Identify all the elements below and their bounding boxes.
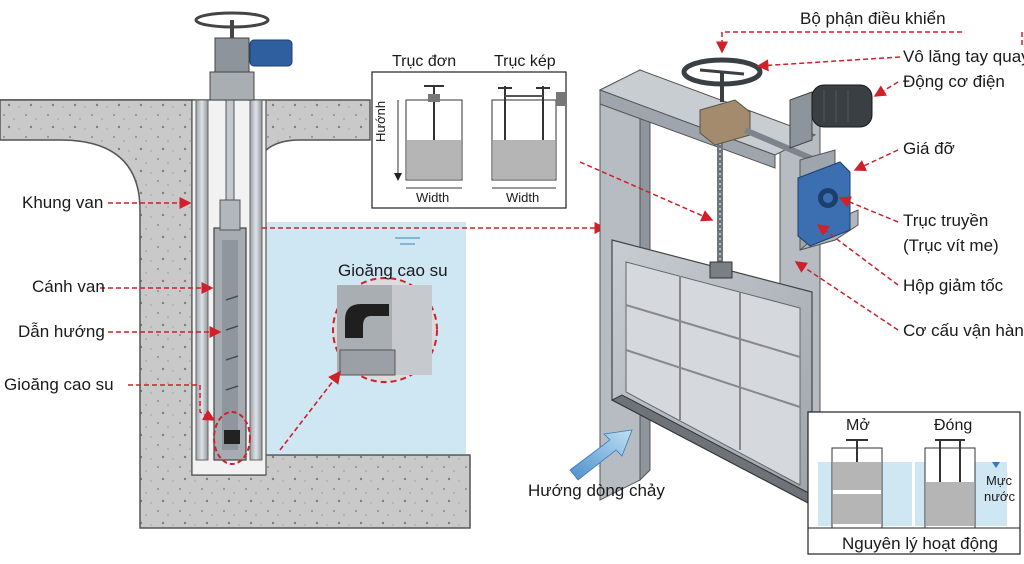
label-canh-van: Cánh van: [32, 277, 105, 296]
motor-mount: [789, 91, 813, 149]
seal-profile: [345, 304, 389, 338]
shaft-type-box: [371, 71, 567, 209]
gate-leaf-core: [222, 240, 238, 450]
label-bracket: Giá đỡ: [903, 139, 955, 158]
label-water-level-1: Mực: [986, 473, 1013, 488]
label-truc-kep: Trục kép: [494, 53, 556, 70]
left-leaders: [100, 197, 607, 421]
label-drive-shaft: Trục truyền: [903, 211, 989, 230]
label-dan-huong: Dẫn hướng: [18, 322, 105, 341]
seal-block: [224, 430, 240, 444]
stem-coupling: [219, 199, 241, 231]
detail-leader: [279, 370, 341, 451]
label-gearbox: Hộp giảm tốc: [903, 276, 1004, 295]
operation-box: [807, 411, 1021, 555]
operator-motor: [249, 39, 293, 67]
label-drive-shaft-sub: (Trục vít me): [903, 236, 999, 255]
stem-nut: [709, 261, 733, 279]
water-surface-mark: [395, 237, 420, 245]
label-width-1: Width: [416, 190, 450, 205]
label-seal-detail: Gioăng cao su: [338, 261, 448, 280]
operator-base: [209, 71, 255, 101]
flow-arrow: [569, 429, 633, 481]
right-leaders: [579, 31, 1023, 331]
label-handwheel: Vô lăng tay quay: [903, 47, 1024, 66]
seal-detail: [279, 277, 438, 451]
label-open: Mở: [846, 417, 870, 434]
drive-shaft: [743, 127, 817, 163]
frame-rail-left: [195, 99, 209, 461]
electric-motor: [811, 84, 873, 128]
frame-rail-right: [249, 99, 263, 461]
operator-gearbox: [214, 37, 250, 73]
guide-teeth: [225, 295, 239, 391]
label-khung-van: Khung van: [22, 193, 104, 212]
label-truc-don: Trục đơn: [392, 53, 457, 70]
label-water-level-2: nước: [984, 489, 1015, 504]
gate-3d: [598, 57, 873, 506]
seal-highlight: [213, 411, 251, 465]
label-width-2: Width: [506, 190, 540, 205]
label-mechanism: Cơ cấu vận hành: [903, 321, 1024, 340]
label-control-unit: Bộ phận điều khiển: [800, 9, 946, 28]
label-close: Đóng: [934, 417, 973, 434]
label-gioang-cao-su: Gioăng cao su: [4, 375, 114, 394]
label-operation-title: Nguyên lý hoạt động: [842, 534, 998, 553]
label-flow-direction: Hướng dòng chảy: [528, 481, 665, 500]
label-motor: Động cơ điện: [903, 72, 1005, 91]
box-to-stem-leader: [579, 161, 714, 222]
label-height: Hướnh: [373, 100, 388, 142]
